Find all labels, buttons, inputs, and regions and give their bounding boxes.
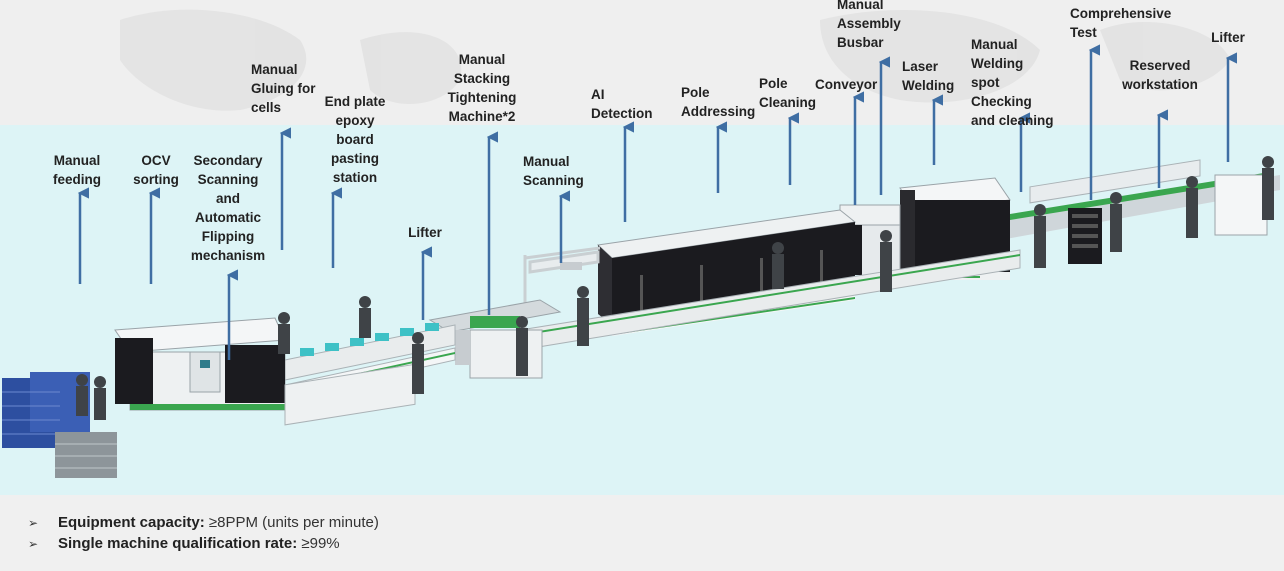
spec-label: Single machine qualification rate: [58, 535, 298, 552]
bottom-background [0, 495, 1284, 571]
label-secondary-scanning: Secondary Scanning and Automatic Flippin… [190, 153, 266, 263]
flipping-machine [114, 317, 416, 426]
label-manual-gluing: Manual Gluing for cells [251, 62, 316, 115]
label-conveyor: Conveyor [815, 77, 878, 92]
spec-item: ➢ Single machine qualification rate: ≥99% [28, 533, 379, 554]
label-lifter-2: Lifter [1211, 30, 1245, 45]
operators [76, 156, 1274, 420]
label-reserved-workstation: Reserved workstation [1122, 58, 1198, 92]
label-ocv-sorting: OCV sorting [133, 153, 179, 187]
spec-label: Equipment capacity: [58, 514, 205, 531]
label-manual-assembly-busbar: Manual Assembly Busbar [837, 0, 901, 50]
spec-item: ➢ Equipment capacity: ≥8PPM (units per mi… [28, 512, 379, 533]
spec-value: ≥8PPM (units per minute) [204, 514, 379, 531]
spec-list: ➢ Equipment capacity: ≥8PPM (units per mi… [28, 512, 379, 554]
label-manual-feeding: Manual feeding [52, 153, 101, 187]
label-manual-welding-check: Manual Welding spot Checking and cleanin… [971, 37, 1054, 128]
station-arrows [77, 44, 1237, 360]
label-ai-detection: AI Detection [591, 87, 653, 121]
label-lifter-1: Lifter [408, 225, 442, 240]
bullet-arrow-icon: ➢ [28, 537, 39, 551]
label-manual-scanning: Manual Scanning [523, 154, 584, 188]
stacking-machine [428, 299, 562, 379]
label-pole-addressing: Pole Addressing [681, 85, 756, 119]
label-laser-welding: Laser Welding [902, 59, 955, 93]
spec-value: ≥99% [297, 535, 340, 552]
label-comprehensive-test: Comprehensive Test [1070, 6, 1172, 40]
label-pole-cleaning: Pole Cleaning [759, 76, 817, 110]
bullet-arrow-icon: ➢ [28, 516, 39, 530]
label-manual-stacking: Manual Stacking Tightening Machine*2 [447, 52, 517, 124]
test-cabinet [1068, 208, 1102, 264]
feeding-bins [2, 372, 117, 478]
label-end-plate: End plate epoxy board pasting station [324, 94, 386, 185]
overhead-frame [523, 246, 601, 330]
